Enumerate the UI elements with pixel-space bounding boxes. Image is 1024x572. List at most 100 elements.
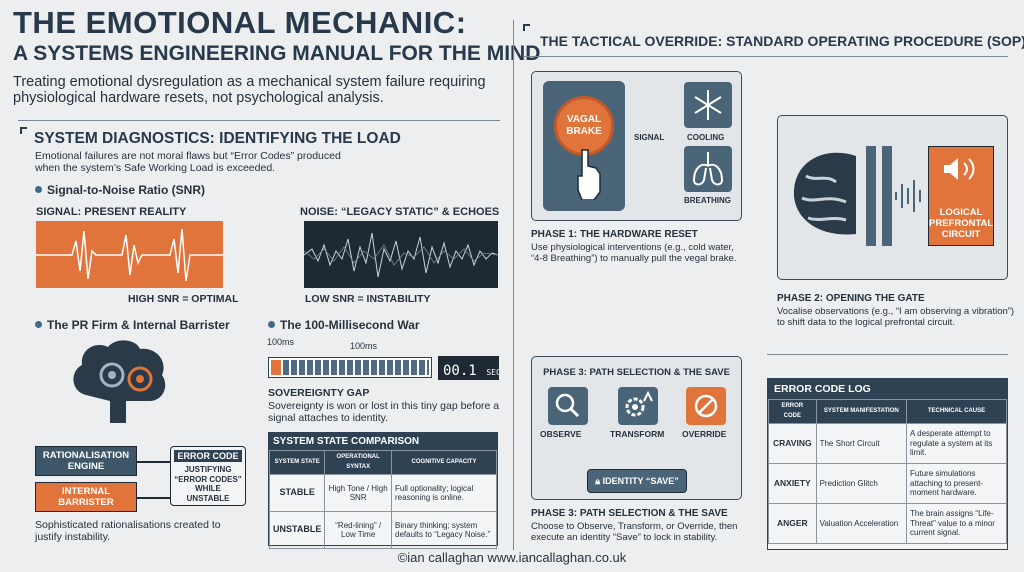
snowflake-icon bbox=[684, 82, 732, 128]
override-label: OVERRIDE bbox=[682, 429, 727, 439]
noise-waveform bbox=[303, 221, 499, 288]
sound-wave-icon bbox=[892, 176, 928, 216]
syntax-cell: High Tone / High SNR bbox=[324, 474, 392, 512]
magnifier-icon bbox=[548, 387, 588, 425]
noise-label: NOISE: “LEGACY STATIC” & ECHOES bbox=[300, 206, 500, 218]
page-subtitle: A SYSTEMS ENGINEERING MANUAL FOR THE MIN… bbox=[13, 42, 541, 65]
observe-label: OBSERVE bbox=[540, 429, 582, 439]
cause-cell: The brain assigns “Life-Threat” value to… bbox=[906, 503, 1007, 544]
comparison-table-box: SYSTEM STATE COMPARISON SYSTEM STATE OPE… bbox=[268, 432, 498, 549]
diagnostics-heading: SYSTEM DIAGNOSTICS: IDENTIFYING THE LOAD bbox=[34, 130, 401, 147]
cooling-label: COOLING bbox=[687, 133, 725, 142]
pr-firm-title: The PR Firm & Internal Barrister bbox=[35, 318, 230, 332]
pr-caption: Sophisticated rationalisations created t… bbox=[35, 519, 221, 543]
rationalisation-engine-box: RATIONALISATION ENGINE bbox=[35, 446, 137, 476]
transform-label: TRANSFORM bbox=[610, 429, 665, 439]
table-row: CRAVING The Short Circuit A desperate at… bbox=[768, 423, 1007, 464]
comparison-table: SYSTEM STATE OPERATIONAL SYNTAX COGNITIV… bbox=[268, 450, 497, 549]
manifestation-cell: Valuation Acceleration bbox=[815, 503, 908, 544]
phase2-title: PHASE 2: OPENING THE GATE bbox=[777, 293, 925, 304]
brain-icon bbox=[786, 146, 864, 246]
cause-cell: A desperate attempt to regulate a system… bbox=[906, 423, 1007, 464]
time-bar bbox=[268, 357, 432, 378]
error-log-title: ERROR CODE LOG bbox=[768, 379, 1007, 399]
signal-wave-icon bbox=[36, 228, 223, 282]
gate-left bbox=[866, 146, 876, 246]
override-icon bbox=[686, 387, 726, 425]
error-log-box: ERROR CODE LOG ERROR CODE SYSTEM MANIFES… bbox=[767, 378, 1008, 550]
cause-cell: Future simulations attaching to present-… bbox=[906, 463, 1007, 504]
readout-value: 00.1 bbox=[443, 363, 477, 379]
state-cell: UNSTABLE bbox=[268, 511, 326, 549]
code-cell: CRAVING bbox=[768, 423, 817, 464]
code-cell: ANGER bbox=[768, 503, 817, 544]
error-code-box: ERROR CODE JUSTIFYING “ERROR CODES” WHIL… bbox=[170, 446, 246, 506]
gear-arrow-icon bbox=[618, 387, 658, 425]
comparison-title: SYSTEM STATE COMPARISON bbox=[269, 433, 497, 450]
log-header: SYSTEM MANIFESTATION bbox=[815, 399, 908, 424]
speaker-icon bbox=[940, 156, 980, 182]
table-row: ANGER Valuation Acceleration The brain a… bbox=[768, 503, 1007, 544]
comparison-header: SYSTEM STATE bbox=[268, 450, 326, 475]
log-header: ERROR CODE bbox=[768, 399, 817, 424]
section-corner-icon bbox=[20, 127, 27, 134]
comparison-header: OPERATIONAL SYNTAX bbox=[324, 450, 392, 475]
capacity-cell: Binary thinking; system defaults to “Leg… bbox=[391, 511, 497, 549]
identity-save-label: IDENTITY “SAVE” bbox=[602, 476, 679, 486]
code-cell: ANXIETY bbox=[768, 463, 817, 504]
divider bbox=[18, 120, 500, 121]
low-snr-label: LOW SNR = INSTABILITY bbox=[305, 293, 431, 305]
footer-credit: ©ian callaghan www.iancallaghan.co.uk bbox=[397, 550, 627, 565]
breathing-label: BREATHING bbox=[684, 196, 731, 205]
lungs-icon bbox=[684, 146, 732, 192]
phase3-panel: PHASE 3: PATH SELECTION & THE SAVE OBSER… bbox=[531, 356, 742, 500]
syntax-cell: “Red-lining” / Low Time bbox=[324, 511, 392, 549]
phase1-desc: Use physiological interventions (e.g., c… bbox=[531, 242, 737, 264]
phase3-title: PHASE 3: PATH SELECTION & THE SAVE bbox=[531, 508, 728, 519]
brain-circuit-icon bbox=[66, 335, 174, 427]
signal-waveform bbox=[36, 221, 223, 288]
readout-unit: SEC bbox=[486, 368, 501, 377]
manifestation-cell: Prediction Glitch bbox=[815, 463, 908, 504]
column-divider bbox=[513, 20, 514, 550]
phase2-panel: LOGICAL PREFRONTAL CIRCUIT bbox=[777, 115, 1008, 280]
phase3-box-title: PHASE 3: PATH SELECTION & THE SAVE bbox=[543, 367, 730, 378]
gap-desc: Sovereignty is won or lost in this tiny … bbox=[268, 400, 500, 424]
diagnostics-desc: Emotional failures are not moral flaws b… bbox=[35, 150, 341, 174]
gate-right bbox=[882, 146, 892, 246]
war-title: The 100-Millisecond War bbox=[268, 318, 420, 332]
error-code-body: JUSTIFYING “ERROR CODES” WHILE UNSTABLE bbox=[174, 465, 242, 503]
intro-text: Treating emotional dysregulation as a me… bbox=[13, 74, 486, 106]
phase1-panel: VAGAL BRAKE SIGNAL COOLING BREATHING bbox=[531, 71, 742, 221]
divider bbox=[523, 56, 1008, 57]
identity-save-box: 🔒︎ IDENTITY “SAVE” bbox=[587, 469, 687, 493]
divider bbox=[767, 354, 1008, 355]
hand-pointer-icon bbox=[576, 148, 602, 201]
table-row: UNSTABLE “Red-lining” / Low Time Binary … bbox=[268, 511, 497, 549]
noise-wave-icon bbox=[303, 232, 499, 278]
vagal-brake-button: VAGAL BRAKE bbox=[554, 96, 614, 156]
high-snr-label: HIGH SNR = OPTIMAL bbox=[128, 293, 239, 305]
time-readout: 00.1 SEC bbox=[438, 356, 501, 380]
section-corner-icon bbox=[523, 24, 530, 31]
table-row: STABLE High Tone / High SNR Full optiona… bbox=[268, 474, 497, 512]
connector-line bbox=[137, 497, 170, 499]
signal-label: SIGNAL bbox=[634, 133, 665, 142]
error-log-table: ERROR CODE SYSTEM MANIFESTATION TECHNICA… bbox=[768, 399, 1007, 544]
error-code-title: ERROR CODE bbox=[174, 450, 242, 462]
gap-title: SOVEREIGNTY GAP bbox=[268, 387, 370, 399]
comparison-header: COGNITIVE CAPACITY bbox=[391, 450, 497, 475]
prefrontal-box: LOGICAL PREFRONTAL CIRCUIT bbox=[928, 146, 994, 246]
lock-icon: 🔒︎ bbox=[595, 476, 601, 486]
internal-barrister-box: INTERNAL BARRISTER bbox=[35, 482, 137, 512]
capacity-cell: Full optionality; logical reasoning is o… bbox=[391, 474, 497, 512]
manifestation-cell: The Short Circuit bbox=[815, 423, 908, 464]
page-title: THE EMOTIONAL MECHANIC: bbox=[13, 5, 467, 40]
phase3-desc: Choose to Observe, Transform, or Overrid… bbox=[531, 521, 738, 543]
sop-heading: THE TACTICAL OVERRIDE: STANDARD OPERATIN… bbox=[540, 33, 1024, 49]
state-cell: STABLE bbox=[268, 474, 326, 512]
war-label-left: 100ms bbox=[267, 337, 295, 347]
table-row: ANXIETY Prediction Glitch Future simulat… bbox=[768, 463, 1007, 504]
phase2-desc: Vocalise observations (e.g., “I am obser… bbox=[777, 306, 1015, 328]
connector-line bbox=[137, 461, 170, 463]
